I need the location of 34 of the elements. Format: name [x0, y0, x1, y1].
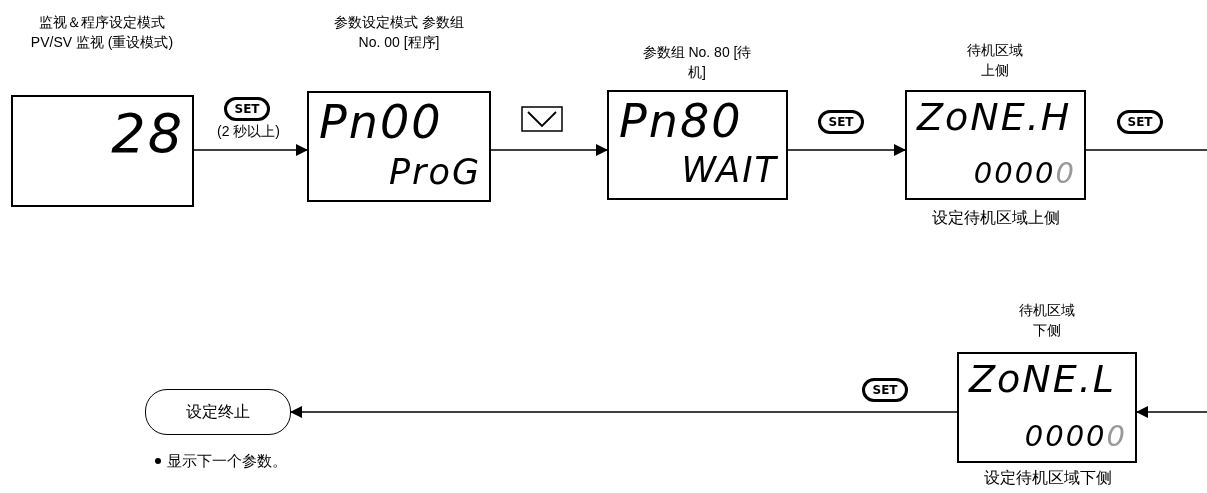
terminator-label: 设定终止	[186, 401, 250, 422]
display-readout: ZoNE.L	[969, 360, 1116, 398]
display-caption: 参数设定模式 参数组 No. 00 [程序]	[333, 13, 465, 52]
display-caption: 设定待机区域下侧	[982, 468, 1113, 488]
display-readout: Pn00	[319, 99, 443, 145]
set-key: SET	[862, 378, 908, 402]
lcd-display	[307, 91, 491, 202]
set-key: SET	[224, 97, 270, 121]
terminator-box	[145, 389, 291, 435]
set-key: SET	[818, 110, 864, 134]
display-caption: 设定待机区域上侧	[930, 208, 1061, 228]
display-value: WAIT	[681, 153, 778, 188]
lcd-display	[11, 95, 194, 207]
display-caption: 待机区域上侧	[966, 41, 1024, 80]
display-readout: Pn80	[619, 98, 743, 144]
display-value: ProG	[388, 155, 481, 190]
arrow	[193, 144, 308, 156]
set-key: SET	[1117, 110, 1163, 134]
display-value: 00000	[973, 159, 1076, 188]
display-readout: ZoNE.H	[917, 98, 1072, 136]
arrow	[1136, 406, 1207, 418]
display-value: 00000	[1024, 422, 1127, 451]
arrow	[787, 144, 906, 156]
arrow	[290, 406, 958, 418]
display-caption: 监视＆程序设定模式 PV/SV 监视 (重设模式)	[29, 13, 175, 52]
note-text: 显示下一个参数。	[167, 452, 287, 471]
display-readout: 28	[111, 107, 184, 161]
lcd-display	[905, 90, 1086, 200]
arrow	[490, 144, 608, 156]
lcd-display	[607, 90, 788, 200]
display-caption: 待机区域下侧	[1018, 301, 1076, 340]
lcd-display	[957, 352, 1137, 463]
display-caption: 参数组 No. 80 [待机]	[641, 43, 753, 82]
edge-label: (2 秒以上)	[215, 123, 282, 141]
